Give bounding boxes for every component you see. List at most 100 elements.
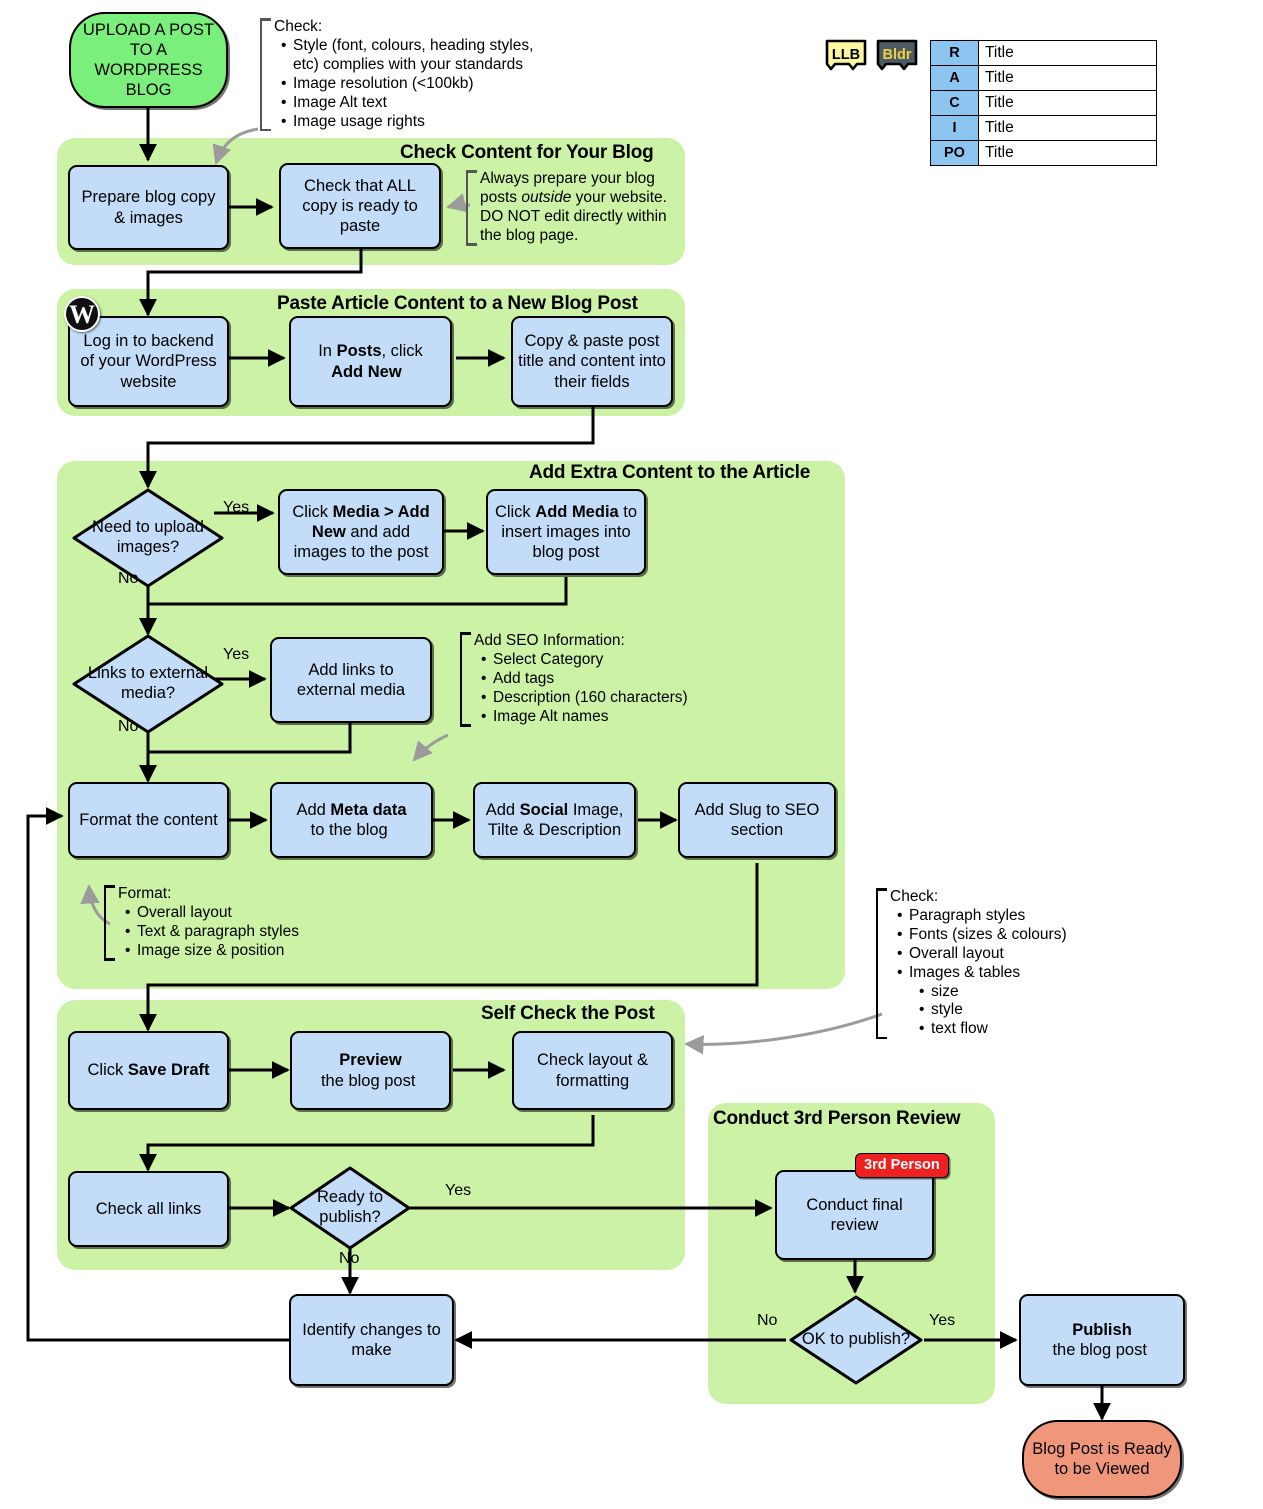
node-preview-post-label: Preview the blog post: [320, 1051, 416, 1090]
note-line: Always prepare your blog: [480, 170, 655, 187]
list-item: Select Category: [481, 651, 688, 670]
node-copy-paste-post-label: Copy & paste post title and content into…: [518, 332, 666, 391]
list-item: Style (font, colours, heading styles,etc…: [281, 37, 533, 75]
node-click-save-draft-label: Click Save Draft: [87, 1061, 210, 1080]
node-conduct-final-review-label: Conduct final review: [806, 1195, 903, 1234]
node-add-social-label: Add Social Image, Tilte & Description: [485, 800, 624, 839]
table-row: C Title: [930, 90, 1157, 116]
raci-value: Title: [978, 115, 1157, 141]
decision-links-external-media: Links to external media?: [70, 632, 226, 736]
node-format-content-label: Format the content: [79, 810, 218, 829]
note-check-final: Check: Paragraph styles Fonts (sizes & c…: [876, 888, 1067, 1040]
node-add-social: Add Social Image, Tilte & Description: [473, 782, 636, 858]
list-item: Image Alt names: [481, 708, 688, 727]
node-check-all-links-label: Check all links: [95, 1199, 202, 1218]
list-item: Images & tables: [897, 964, 1067, 983]
edge-label-yes-ok: Yes: [929, 1312, 956, 1329]
legend-badge-bldr: Bldr: [875, 38, 919, 72]
node-posts-add-new: In Posts, click Add New: [289, 316, 452, 407]
note-line: DO NOT edit directly within: [480, 207, 667, 225]
start-node: UPLOAD A POST TO A WORDPRESS BLOG: [69, 12, 228, 108]
note-seo-information: Add SEO Information: Select Category Add…: [460, 632, 688, 727]
end-node: Blog Post is Ready to be Viewed: [1022, 1420, 1182, 1498]
node-add-slug-seo-label: Add Slug to SEO section: [694, 800, 820, 839]
legend-badge-llb-label: LLB: [831, 47, 861, 63]
end-node-label: Blog Post is Ready to be Viewed: [1032, 1439, 1172, 1478]
panel-title-third-person: Conduct 3rd Person Review: [713, 1108, 961, 1129]
list-item: Image usage rights: [281, 113, 533, 132]
list-item: size: [899, 983, 1067, 1002]
node-add-links-external-label: Add links to external media: [296, 660, 406, 699]
raci-value: Title: [978, 90, 1157, 116]
panel-title-self-check: Self Check the Post: [481, 1003, 655, 1024]
raci-key: C: [930, 90, 979, 116]
list-item: Overall layout: [897, 945, 1067, 964]
note-check-style: Check: Style (font, colours, heading sty…: [260, 18, 533, 132]
note-check-style-header: Check:: [274, 18, 323, 35]
legend-badge-llb: LLB: [824, 38, 868, 72]
legend-badge-bldr-label: Bldr: [882, 47, 912, 63]
node-add-meta-data: Add Meta data to the blog: [270, 782, 433, 858]
table-row: PO Title: [930, 140, 1157, 166]
node-click-save-draft: Click Save Draft: [68, 1031, 229, 1110]
node-identify-changes-label: Identify changes to make: [302, 1320, 441, 1359]
raci-key: R: [930, 40, 979, 66]
note-prepare-outside: Always prepare your blog posts outside y…: [466, 170, 667, 246]
node-add-media-insert-label: Click Add Media to insert images into bl…: [494, 502, 638, 562]
node-click-media-add-new-label: Click Media > Add New and add images to …: [292, 502, 430, 562]
node-add-slug-seo: Add Slug to SEO section: [678, 782, 836, 858]
node-check-copy-ready: Check that ALL copy is ready to paste: [279, 163, 441, 249]
node-conduct-final-review: Conduct final review: [775, 1170, 934, 1260]
wordpress-icon: W: [64, 296, 100, 332]
list-item: Image Alt text: [281, 94, 533, 113]
raci-key: A: [930, 65, 979, 91]
list-item: style: [899, 1001, 1067, 1020]
node-check-all-links: Check all links: [68, 1171, 229, 1247]
list-item: Text & paragraph styles: [125, 923, 299, 942]
table-row: I Title: [930, 115, 1157, 141]
node-preview-post: Preview the blog post: [290, 1031, 451, 1110]
table-row: A Title: [930, 65, 1157, 91]
list-item: text flow: [899, 1020, 1067, 1039]
node-check-copy-ready-label: Check that ALL copy is ready to paste: [302, 176, 418, 236]
note-format: Format: Overall layout Text & paragraph …: [104, 885, 299, 961]
raci-key: PO: [930, 140, 979, 166]
status-badge-3rd-person: 3rd Person: [855, 1153, 949, 1178]
list-item: Description (160 characters): [481, 689, 688, 708]
start-node-label: UPLOAD A POST TO A WORDPRESS BLOG: [82, 20, 215, 100]
edge-label-no-ready: No: [339, 1250, 360, 1267]
decision-need-upload-images: Need to upload images?: [70, 486, 226, 590]
decision-ready-to-publish: Ready to publish?: [288, 1165, 412, 1251]
note-format-header: Format:: [118, 885, 172, 902]
note-check-final-header: Check:: [890, 888, 939, 905]
panel-title-add-extra: Add Extra Content to the Article: [529, 462, 811, 483]
node-prepare-copy-label: Prepare blog copy & images: [81, 188, 216, 227]
raci-value: Title: [978, 140, 1157, 166]
node-copy-paste-post: Copy & paste post title and content into…: [511, 316, 673, 407]
edge-label-yes-images: Yes: [223, 499, 250, 516]
note-line: posts outside your website.: [480, 188, 667, 206]
list-item: Image size & position: [125, 942, 299, 961]
raci-key: I: [930, 115, 979, 141]
edge-label-no-links: No: [118, 718, 139, 735]
node-add-meta-data-label: Add Meta data to the blog: [296, 800, 407, 839]
list-item: Image resolution (<100kb): [281, 75, 533, 94]
table-row: R Title: [930, 40, 1157, 66]
edge-label-yes-links: Yes: [223, 646, 250, 663]
node-login-backend-label: Log in to backend of your WordPress webs…: [80, 332, 217, 391]
node-check-layout-formatting-label: Check layout & formatting: [537, 1051, 648, 1090]
node-prepare-copy: Prepare blog copy & images: [68, 165, 229, 250]
panel-title-check-content: Check Content for Your Blog: [400, 142, 654, 163]
node-add-links-external: Add links to external media: [270, 637, 432, 723]
node-posts-add-new-label: In Posts, click Add New: [318, 342, 423, 381]
node-click-media-add-new: Click Media > Add New and add images to …: [278, 489, 444, 575]
edge-label-yes-ready: Yes: [445, 1182, 472, 1199]
raci-value: Title: [978, 65, 1157, 91]
note-line: the blog page.: [480, 226, 579, 244]
panel-title-paste-article: Paste Article Content to a New Blog Post: [277, 293, 638, 314]
decision-ok-to-publish: OK to publish?: [788, 1294, 924, 1386]
edge-label-no-images: No: [118, 570, 139, 587]
node-publish-post: Publish the blog post: [1019, 1294, 1185, 1386]
note-seo-header: Add SEO Information:: [474, 632, 625, 649]
